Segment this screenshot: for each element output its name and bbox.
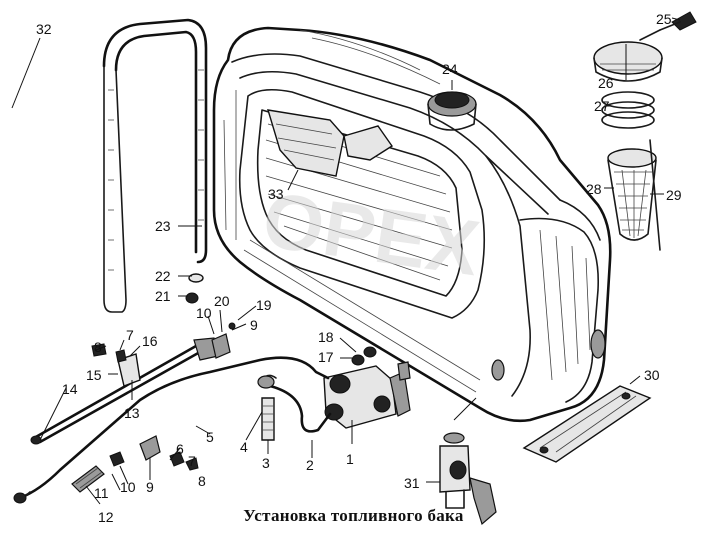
callout-20: 20	[214, 293, 230, 309]
callout-21: 21	[155, 288, 171, 304]
callout-15: 15	[86, 367, 102, 383]
callout-17: 17	[318, 349, 334, 365]
callout-30: 30	[644, 367, 660, 383]
callout-numbers: 32 23 22 21 33 24 25 26 27 28 29 30 31 1…	[36, 11, 682, 525]
callout-13: 13	[124, 405, 140, 421]
callout-29: 29	[666, 187, 682, 203]
callout-14: 14	[62, 381, 78, 397]
tank-strap	[102, 18, 208, 313]
callout-3: 3	[262, 455, 270, 471]
callout-11: 11	[94, 485, 109, 501]
callout-10-lower: 10	[120, 479, 136, 495]
watermark-text: OPEX	[258, 175, 485, 292]
callout-2: 2	[306, 457, 314, 473]
callout-9-lower: 9	[146, 479, 154, 495]
callout-27: 27	[594, 98, 610, 114]
fuel-tank	[212, 26, 612, 423]
callout-24: 24	[442, 61, 458, 77]
callout-7-upper: 7	[126, 327, 134, 343]
filler-cap-assembly	[593, 11, 697, 251]
base-plate	[522, 385, 652, 463]
callout-18: 18	[318, 329, 334, 345]
callout-19: 19	[256, 297, 272, 313]
callout-7-lower: 7	[188, 453, 196, 469]
callout-9-upper: 9	[250, 317, 258, 333]
callout-31: 31	[404, 475, 420, 491]
callout-12: 12	[98, 509, 114, 525]
callout-4: 4	[240, 439, 248, 455]
callout-5: 5	[206, 429, 214, 445]
callout-33: 33	[268, 186, 284, 202]
callout-10-upper: 10	[196, 305, 212, 321]
callout-1: 1	[346, 451, 354, 467]
fuel-lines	[13, 273, 377, 504]
fuel-tap	[323, 361, 411, 429]
callout-16: 16	[142, 333, 158, 349]
callout-25: 25	[656, 11, 672, 27]
callout-8-upper: 8	[94, 339, 102, 355]
callout-28: 28	[586, 181, 602, 197]
callout-23: 23	[155, 218, 171, 234]
diagram-caption: Установка топливного бака	[243, 506, 464, 525]
leader-lines	[11, 17, 681, 505]
callout-26: 26	[598, 75, 614, 91]
callout-6: 6	[176, 441, 184, 457]
drain-valve	[439, 397, 497, 526]
callout-32: 32	[36, 21, 52, 37]
callout-22: 22	[155, 268, 171, 284]
callout-8-lower: 8	[198, 473, 206, 489]
